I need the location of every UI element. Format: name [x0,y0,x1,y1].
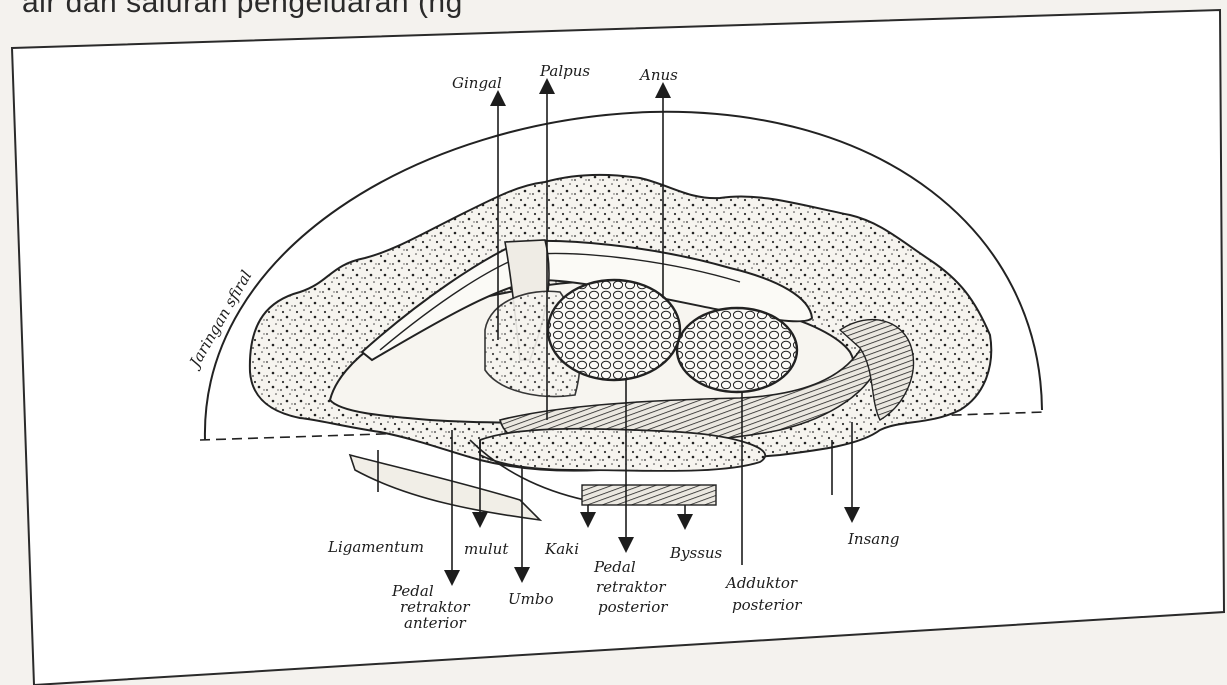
label-gingal: Gingal [452,74,502,92]
label-anus: Anus [638,66,678,84]
byssus-block [582,485,716,505]
label-byssus: Byssus [669,544,723,562]
label-insang: Insang [847,530,900,548]
label-ligamentum: Ligamentum [327,538,424,556]
label-mulut: mulut [464,540,509,558]
adductor-muscle-anterior [548,280,680,380]
adductor-muscle-posterior [677,308,797,392]
label-palpus: Palpus [539,62,590,80]
label-kaki: Kaki [544,540,579,558]
label-umbo: Umbo [508,590,554,608]
